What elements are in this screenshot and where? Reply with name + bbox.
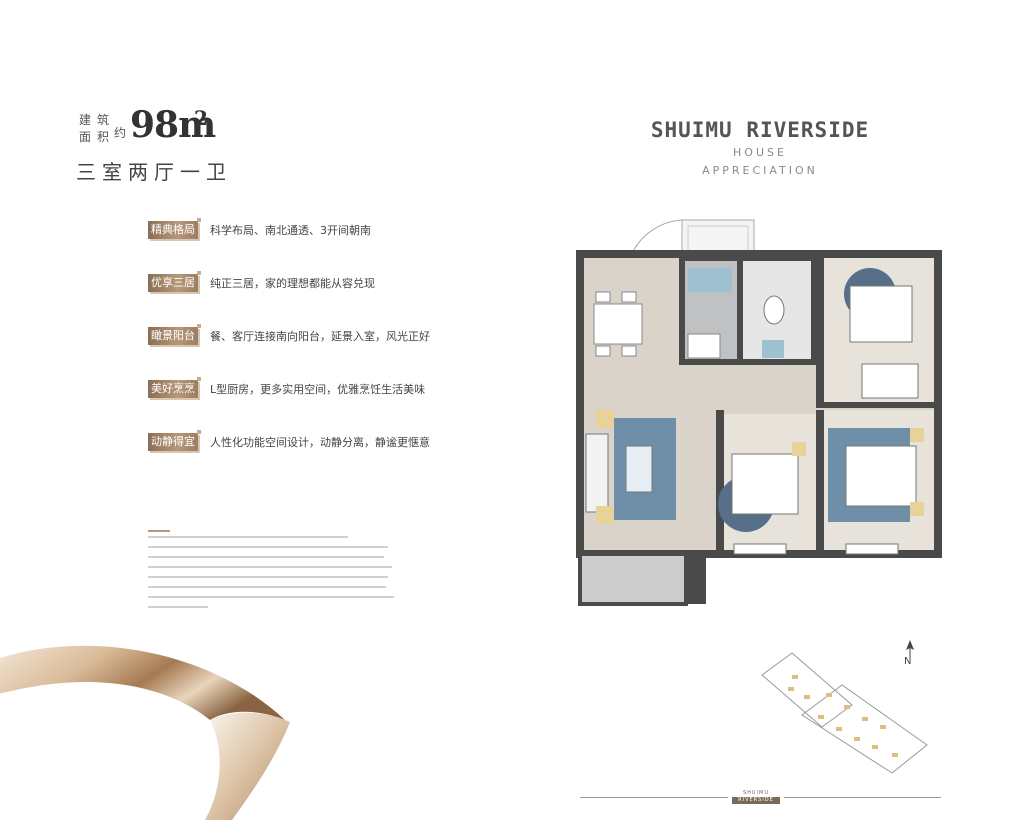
tag-corner-mark: [197, 377, 201, 381]
feature-desc: 人性化功能空间设计，动静分离，静谧更惬意: [210, 436, 430, 449]
area-label: 建 筑 面 积: [76, 112, 112, 146]
compass-north-label: N: [904, 656, 912, 667]
feature-tag: 优享三居: [148, 274, 198, 292]
feature-tag: 精典格局: [148, 221, 198, 239]
layout-type: 三室两厅一卫: [76, 160, 232, 184]
area-label-char: 建: [78, 113, 91, 127]
gold-ribbon-decoration: [0, 645, 290, 820]
floor-plan: [576, 219, 942, 606]
bottom-logo: SHUIMU RIVERSIDE: [728, 790, 784, 806]
area-value: 98m: [130, 104, 216, 146]
brand-title: SHUIMU RIVERSIDE: [650, 118, 870, 142]
tag-corner-mark: [197, 430, 201, 434]
site-plan-map: [761, 652, 928, 774]
north-arrow-icon: [906, 640, 914, 658]
feature-desc: 科学布局、南北通透、3开间朝南: [210, 224, 371, 237]
area-label-char: 积: [96, 130, 109, 144]
tag-corner-mark: [197, 271, 201, 275]
fine-print-rule: [148, 530, 170, 532]
brand-subtitle-2: APPRECIATION: [702, 164, 818, 177]
area-block: 建 筑 面 积 约 98m 2: [76, 104, 276, 150]
area-prefix: 约: [114, 126, 127, 140]
bottom-logo-line1: SHUIMU: [742, 790, 770, 796]
feature-tag: 动静得宜: [148, 433, 198, 451]
bottom-logo-line2: RIVERSIDE: [732, 797, 780, 804]
feature-tag: 美好烹烹: [148, 380, 198, 398]
feature-desc: L型厨房，更多实用空间，优雅烹饪生活美味: [210, 383, 426, 396]
area-label-char: 面: [78, 130, 91, 144]
brand-block: SHUIMU RIVERSIDE HOUSE APPRECIATION: [610, 118, 910, 178]
brand-subtitle-1: HOUSE: [733, 146, 787, 159]
fine-print-disclaimer: [148, 536, 400, 620]
feature-desc: 纯正三居，家的理想都能从容兑现: [210, 277, 375, 290]
area-label-char: 筑: [96, 113, 109, 127]
area-unit-superscript: 2: [194, 106, 208, 130]
tag-corner-mark: [197, 324, 201, 328]
feature-tag: 瞰景阳台: [148, 327, 198, 345]
feature-desc: 餐、客厅连接南向阳台，延景入室，风光正好: [210, 330, 430, 343]
tag-corner-mark: [197, 218, 201, 222]
